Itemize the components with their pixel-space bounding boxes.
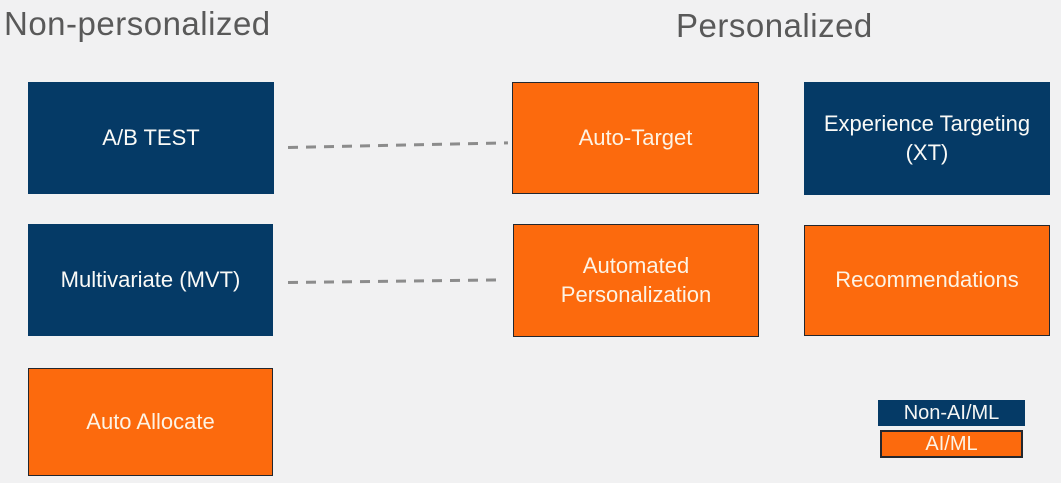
column-header-non-personalized: Non-personalized [4, 5, 271, 42]
legend-ai-ml: AI/ML [880, 430, 1023, 458]
box-auto-allocate: Auto Allocate [28, 368, 273, 476]
box-ab-test-label: A/B TEST [102, 124, 200, 150]
box-recommendations: Recommendations [804, 225, 1050, 336]
box-auto-target: Auto-Target [512, 82, 759, 194]
box-multivariate-label: Multivariate (MVT) [60, 266, 241, 292]
box-multivariate: Multivariate (MVT) [28, 224, 273, 336]
legend-ai-ml-label: AI/ML [925, 433, 978, 455]
legend-non-ai-ml: Non-AI/ML [878, 400, 1025, 426]
column-header-personalized: Personalized [676, 7, 873, 44]
box-ab-test: A/B TEST [28, 82, 274, 194]
box-experience-targeting: Experience Targeting (XT) [804, 82, 1050, 195]
legend-non-ai-ml-label: Non-AI/ML [903, 402, 1000, 424]
box-auto-allocate-label: Auto Allocate [86, 408, 215, 434]
box-experience-targeting-label: Experience Targeting (XT) [823, 110, 1031, 165]
box-automated-personalization-label: Automated Personalization [560, 252, 712, 307]
box-auto-target-label: Auto-Target [578, 124, 693, 150]
connector-ab-test-to-auto-target [287, 141, 508, 149]
connector-multivariate-to-automated-personalization [287, 278, 503, 284]
box-automated-personalization: Automated Personalization [513, 224, 759, 337]
box-recommendations-label: Recommendations [835, 267, 1019, 293]
